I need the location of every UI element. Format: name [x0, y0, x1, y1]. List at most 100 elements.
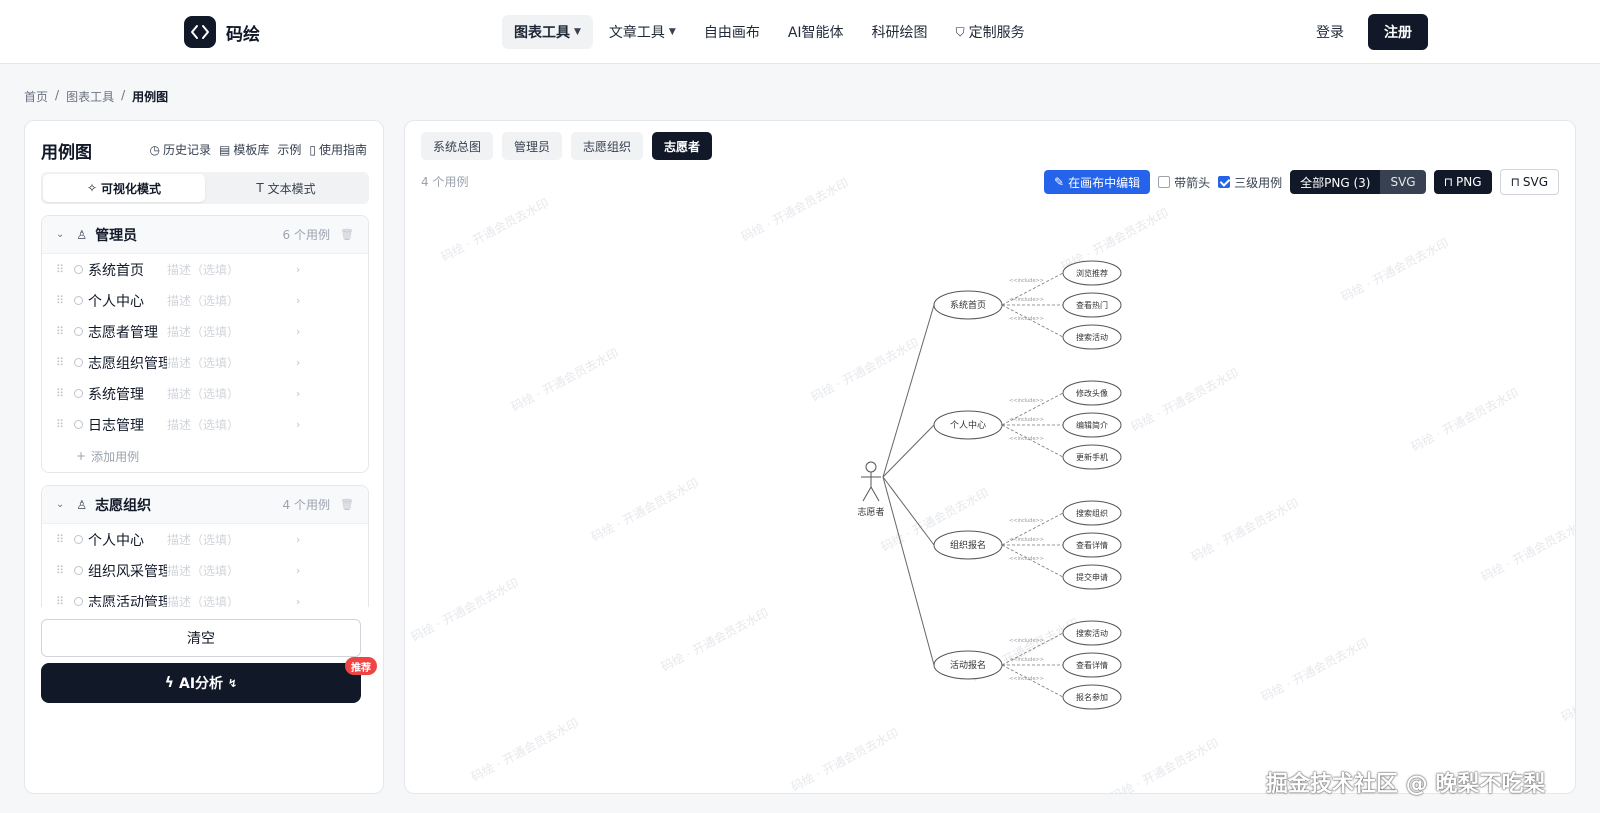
use-case-diagram[interactable]: 志愿者系统首页<<include>>浏览推荐<<include>>查看热门<<i…	[405, 121, 1576, 794]
chevron-down-icon[interactable]: ⌄	[56, 229, 65, 240]
drag-handle-icon[interactable]: ⠿	[56, 595, 65, 607]
template-link[interactable]: ▤模板库	[219, 141, 269, 158]
chevron-right-icon[interactable]: ›	[296, 325, 301, 338]
export-all-group: 全部PNG (3) SVG	[1290, 170, 1426, 194]
drag-handle-icon[interactable]: ⠿	[56, 294, 65, 307]
case-count: 6 个用例	[282, 228, 330, 242]
guide-link[interactable]: ▯使用指南	[309, 141, 367, 158]
chevron-right-icon[interactable]: ›	[296, 263, 301, 276]
checkbox-checked[interactable]	[1218, 176, 1231, 188]
case-name[interactable]: 日志管理	[88, 417, 144, 434]
actor-group-header[interactable]: ⌄ ♙ 管理员 6 个用例 🗑	[42, 216, 368, 254]
tab-volunteer[interactable]: 志愿者	[652, 132, 713, 160]
case-desc-input[interactable]: 描述（选填）	[167, 595, 240, 607]
tab-admin[interactable]: 管理员	[502, 132, 563, 160]
nav-article-tools[interactable]: 文章工具▼	[597, 15, 688, 49]
export-svg-button[interactable]: ⊓SVG	[1499, 169, 1559, 195]
chevron-right-icon[interactable]: ›	[296, 564, 301, 577]
case-name[interactable]: 组织风采管理	[88, 563, 167, 580]
list-item[interactable]: ⠿ 系统首页 描述（选填） ›	[42, 254, 368, 285]
list-item[interactable]: ⠿ 个人中心 描述（选填） ›	[42, 285, 368, 316]
drag-handle-icon[interactable]: ⠿	[56, 263, 65, 276]
logo-icon[interactable]	[184, 16, 216, 48]
trash-icon[interactable]: 🗑	[340, 228, 354, 241]
trash-icon[interactable]: 🗑	[340, 498, 354, 511]
user-icon: ♙	[76, 227, 88, 242]
list-item[interactable]: ⠿ 个人中心 描述（选填） ›	[42, 524, 368, 555]
case-name[interactable]: 志愿组织管理	[88, 355, 167, 372]
actor-list[interactable]: ⌄ ♙ 管理员 6 个用例 🗑 ⠿系统首页描述（选填）› ⠿个人中心描述（选填）…	[41, 215, 369, 607]
nav-ai-agent[interactable]: AI智能体	[776, 15, 856, 49]
list-item[interactable]: ⠿ 组织风采管理描述（选填） ›	[42, 555, 368, 586]
case-name[interactable]: 系统首页	[88, 262, 144, 279]
drag-handle-icon[interactable]: ⠿	[56, 418, 65, 431]
case-desc-input[interactable]: 描述（选填）	[167, 263, 240, 277]
tab-volunteer-org[interactable]: 志愿组织	[571, 132, 644, 160]
sub-case-label: 搜索组织	[1076, 508, 1108, 518]
chevron-right-icon[interactable]: ›	[296, 356, 301, 369]
export-all-svg-button[interactable]: SVG	[1380, 170, 1426, 194]
export-png-button[interactable]: ⊓PNG	[1433, 170, 1492, 194]
list-item[interactable]: ⠿ 日志管理 描述（选填） ›	[42, 409, 368, 440]
example-link[interactable]: 示例	[277, 141, 301, 158]
sub-case-label: 查看热门	[1076, 300, 1108, 310]
lightning-icon: ϟ	[164, 675, 174, 691]
breadcrumb-home[interactable]: 首页	[24, 90, 49, 104]
edit-label: 在画布中编辑	[1068, 175, 1141, 190]
list-item[interactable]: ⠿ 志愿活动管理描述（选填） ›	[42, 586, 368, 608]
actor-group-header[interactable]: ⌄ ♙ 志愿组织 4 个用例 🗑	[42, 486, 368, 524]
chevron-right-icon[interactable]: ›	[296, 418, 301, 431]
nav-research-drawing[interactable]: 科研绘图	[860, 15, 940, 49]
nav-chart-tools[interactable]: 图表工具▼	[502, 15, 593, 49]
case-name[interactable]: 志愿者管理	[88, 324, 158, 341]
case-desc-input[interactable]: 描述（选填）	[167, 294, 240, 308]
include-label: <<include>>	[1009, 417, 1044, 423]
breadcrumb-chart-tools[interactable]: 图表工具	[66, 90, 115, 104]
case-desc-input[interactable]: 描述（选填）	[167, 418, 240, 432]
case-desc-input[interactable]: 描述（选填）	[167, 564, 240, 578]
brand-name[interactable]: 码绘	[226, 25, 260, 45]
list-item[interactable]: ⠿ 志愿者管理描述（选填） ›	[42, 316, 368, 347]
nav-free-canvas[interactable]: 自由画布	[692, 15, 772, 49]
nav-custom-service[interactable]: ⛉定制服务	[944, 15, 1037, 49]
drag-handle-icon[interactable]: ⠿	[56, 533, 65, 546]
history-link[interactable]: ◷历史记录	[150, 141, 212, 158]
list-item[interactable]: ⠿ 系统管理 描述（选填） ›	[42, 378, 368, 409]
drag-handle-icon[interactable]: ⠿	[56, 356, 65, 369]
actor-name[interactable]: 管理员	[95, 227, 138, 244]
drag-handle-icon[interactable]: ⠿	[56, 387, 65, 400]
case-desc-input[interactable]: 描述（选填）	[167, 325, 240, 339]
chevron-right-icon[interactable]: ›	[296, 533, 301, 546]
arrow-checkbox[interactable]: 带箭头	[1158, 174, 1210, 191]
case-desc-input[interactable]: 描述（选填）	[167, 533, 240, 547]
case-name[interactable]: 个人中心	[88, 293, 144, 310]
case-name[interactable]: 系统管理	[88, 386, 144, 403]
tab-system-overview[interactable]: 系统总图	[421, 132, 494, 160]
drag-handle-icon[interactable]: ⠿	[56, 325, 65, 338]
level3-checkbox[interactable]: 三级用例	[1218, 174, 1282, 191]
sub-case-label: 编辑简介	[1076, 420, 1108, 430]
chevron-right-icon[interactable]: ›	[296, 595, 301, 607]
edit-in-canvas-button[interactable]: ✎在画布中编辑	[1044, 170, 1151, 194]
case-name[interactable]: 个人中心	[88, 532, 144, 549]
login-link[interactable]: 登录	[1316, 25, 1344, 41]
case-desc-input[interactable]: 描述（选填）	[167, 387, 240, 401]
add-case-button[interactable]: +添加用例	[42, 440, 368, 472]
register-button[interactable]: 注册	[1368, 14, 1428, 50]
checkbox-unchecked[interactable]	[1158, 176, 1171, 188]
chevron-right-icon[interactable]: ›	[296, 294, 301, 307]
case-name[interactable]: 志愿活动管理	[88, 594, 167, 608]
drag-handle-icon[interactable]: ⠿	[56, 564, 65, 577]
clear-button[interactable]: 清空	[41, 619, 361, 657]
list-item[interactable]: ⠿ 志愿组织管理描述（选填） ›	[42, 347, 368, 378]
chevron-right-icon[interactable]: ›	[296, 387, 301, 400]
visual-mode-tab[interactable]: ✧可视化模式	[43, 174, 205, 202]
chevron-down-icon[interactable]: ⌄	[56, 499, 65, 510]
actor-name[interactable]: 志愿组织	[95, 497, 152, 514]
export-all-png-button[interactable]: 全部PNG (3)	[1290, 170, 1381, 194]
case-desc-input[interactable]: 描述（选填）	[167, 356, 240, 370]
